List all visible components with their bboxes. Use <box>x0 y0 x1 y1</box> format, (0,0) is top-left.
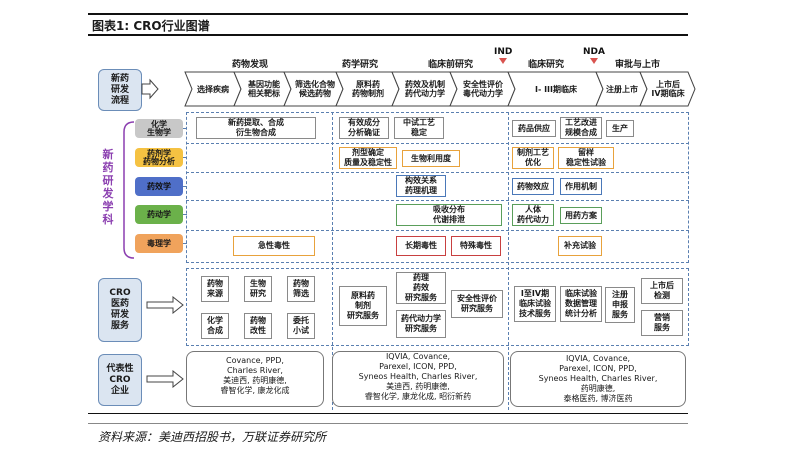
discipline-pharmacodynamics: 药效学 <box>135 177 183 196</box>
box-adme: 吸收分布 代谢排泄 <box>396 204 502 226</box>
box-supplementary-test: 补充试验 <box>558 236 602 256</box>
companies-clinical-box <box>510 351 686 407</box>
discipline-divider-1 <box>186 143 689 144</box>
figure-title: 图表1: CRO行业图谱 <box>92 19 210 33</box>
box-process-improve: 工艺改进 规模合成 <box>560 117 602 139</box>
bottom-rule-1 <box>88 413 688 414</box>
service-small-trial: 委托 小试 <box>287 313 315 339</box>
box-human-pk: 人体 药代动力 <box>512 204 554 226</box>
box-bioavailability: 生物利用度 <box>402 150 460 167</box>
service-data-management: 临床试验 数据管理 统计分析 <box>560 286 602 322</box>
connector-3 <box>183 186 187 187</box>
service-clinical-trials: I至IV期 临床试验 技术服务 <box>514 286 556 322</box>
discipline-toxicology: 毒理学 <box>135 234 183 253</box>
discipline-divider-4 <box>186 230 689 231</box>
cro-arrow-icon <box>146 296 184 314</box>
service-pk: 药代动力学 研究服务 <box>396 310 446 338</box>
ind-marker: IND <box>494 47 512 64</box>
discipline-divider-2 <box>186 172 689 173</box>
companies-discovery: Covance, PPD, Charles River, 美迪西, 药明康德, … <box>220 356 290 395</box>
box-mechanism: 作用机制 <box>560 178 602 195</box>
step-registration: 注册上市 <box>606 84 638 94</box>
cro-frame <box>186 268 689 346</box>
nda-marker: NDA <box>583 47 605 64</box>
stage-drug-discovery: 药物发现 <box>232 60 269 70</box>
process-arrow-icon <box>141 78 159 100</box>
box-long-toxicity: 长期毒性 <box>396 236 446 256</box>
service-drug-source: 药物 来源 <box>201 276 229 302</box>
connector-2 <box>183 157 187 158</box>
stage-clinical: 临床研究 <box>528 60 565 70</box>
companies-discovery-box <box>186 351 324 407</box>
service-registration: 注册 申报 服务 <box>605 287 635 323</box>
service-api-formulation: 原料药 制剂 研究服务 <box>339 286 387 326</box>
title-underline <box>88 34 688 36</box>
box-sar: 构效关系 药理机理 <box>396 175 446 197</box>
bottom-rule-2 <box>88 423 688 424</box>
service-chemical-synthesis: 化学 合成 <box>201 313 229 339</box>
connector-4 <box>183 214 187 215</box>
service-marketing: 营销 服务 <box>641 310 683 336</box>
source-note: 资料来源：美迪西招股书，万联证券研究所 <box>98 430 327 444</box>
nda-arrow-icon <box>589 58 598 64</box>
step-api-formulation: 原料药 药物制剂 <box>352 80 384 98</box>
service-drug-screen: 药物 筛选 <box>287 276 315 302</box>
ind-label: IND <box>494 47 513 57</box>
service-pharmacology: 药理 药效 研究服务 <box>396 272 446 304</box>
chevron-9 <box>639 71 696 107</box>
box-drug-supply: 药品供应 <box>512 120 556 137</box>
category-companies: 代表性 CRO 企业 <box>98 354 142 406</box>
box-special-toxicity: 特殊毒性 <box>451 236 501 256</box>
discipline-vertical-label: 新药研发学科 <box>102 148 114 226</box>
step-select-disease: 选择疾病 <box>197 84 229 94</box>
discipline-bracket <box>123 121 135 259</box>
discipline-divider-3 <box>186 200 689 201</box>
service-post-market: 上市后 检测 <box>641 278 683 304</box>
discipline-pharmacokinetics: 药动学 <box>135 205 183 224</box>
connector-5 <box>183 243 187 244</box>
stage-pharmaceutical-research: 药学研究 <box>342 60 379 70</box>
box-production: 生产 <box>606 120 634 137</box>
title-rule <box>88 13 688 15</box>
discipline-pharmaceutics: 药剂学 药物分析 <box>135 148 183 167</box>
service-safety: 安全性评价 研究服务 <box>451 290 503 318</box>
box-formulation-opt: 制剂工艺 优化 <box>512 147 554 169</box>
box-acute-toxicity: 急性毒性 <box>233 236 315 256</box>
box-dosing-regimen: 用药方案 <box>560 207 602 224</box>
step-phase-iv: 上市后 IV期临床 <box>651 80 685 98</box>
step-clinical-phases: I- III期临床 <box>534 84 577 94</box>
service-bio-research: 生物 研究 <box>244 276 272 302</box>
stage-preclinical: 临床前研究 <box>428 60 474 70</box>
companies-preclinical-box <box>332 351 504 407</box>
step-efficacy-pk: 药效及机制 药代动力学 <box>405 80 445 98</box>
companies-arrow-icon <box>146 370 184 388</box>
ind-arrow-icon <box>499 58 508 64</box>
discipline-frame <box>186 112 689 263</box>
box-stability-test: 留样 稳定性试验 <box>558 147 614 169</box>
box-component-analysis: 有效成分 分析确证 <box>339 117 389 139</box>
category-cro: CRO 医药 研发 服务 <box>98 278 142 342</box>
connector-1 <box>183 128 187 129</box>
step-safety-tk: 安全性评价 毒代动力学 <box>463 80 503 98</box>
box-synthesis: 新药提取、合成 衍生物合成 <box>196 117 316 139</box>
discipline-chemistry-biology: 化学 生物学 <box>135 119 183 138</box>
step-gene-target: 基因功能 相关靶标 <box>248 80 280 98</box>
box-pilot-process: 中试工艺 稳定 <box>394 117 444 139</box>
nda-label: NDA <box>583 47 605 57</box>
stage-approval: 审批与上市 <box>615 60 661 70</box>
stage-divider-1 <box>332 112 333 410</box>
box-dosage-form: 剂型确定 质量及稳定性 <box>339 147 397 169</box>
stage-divider-2 <box>508 112 509 410</box>
service-drug-modification: 药物 改性 <box>244 313 272 339</box>
box-drug-effect: 药物效应 <box>512 178 554 195</box>
companies-preclinical: IQVIA, Covance, Parexel, ICON, PPD, Syne… <box>358 352 478 401</box>
category-process: 新药 研发 流程 <box>98 69 142 111</box>
step-screen-compound: 筛选化合物 候选药物 <box>295 80 335 98</box>
companies-clinical: IQVIA, Covance, Parexel, ICON, PPD, Syne… <box>538 354 658 403</box>
